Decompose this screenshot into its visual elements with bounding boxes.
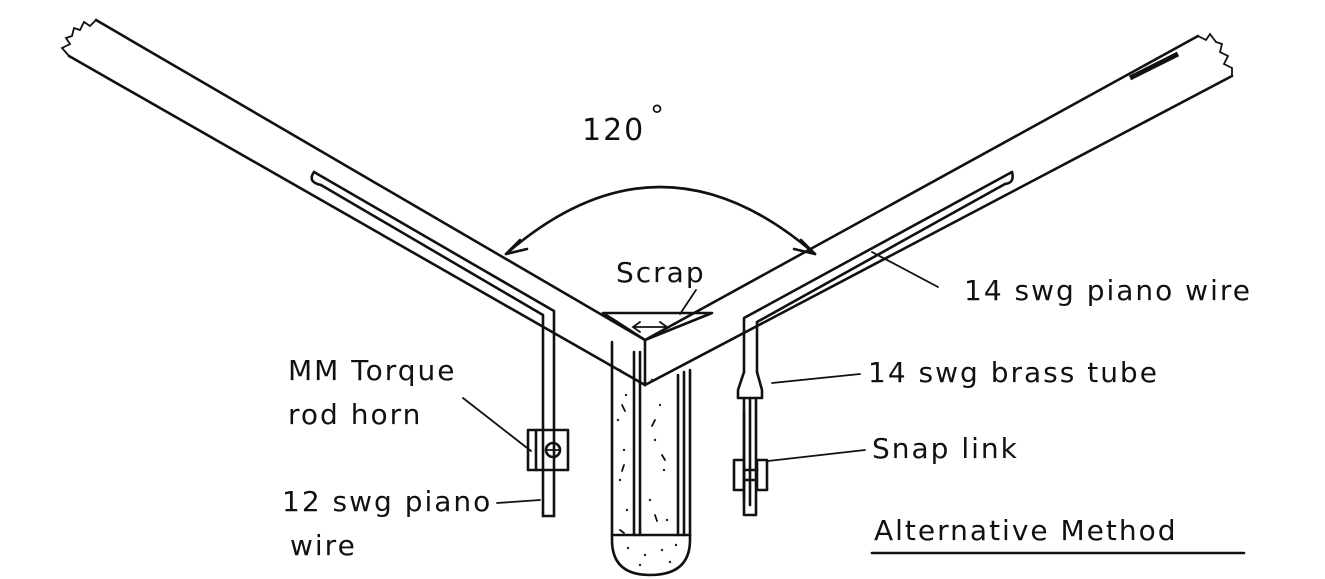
left-wire-assembly [310,170,570,518]
method-title: Alternative Method [874,514,1178,547]
torque-horn-clamp [526,428,570,472]
left-wing-bottom-edge [67,54,647,387]
right-wire-assembly [732,170,1014,517]
angle-arc [504,185,817,256]
left-wire-inner [319,183,545,518]
scrap-block [601,311,714,342]
piano-wire-12-label-line1: 12 swg piano [282,485,492,518]
brass-tube-label: 14 swg brass tube [868,356,1159,389]
right-wing-bottom-edge [643,74,1234,387]
left-wing-broken-end [60,19,97,57]
snap-link-right [755,458,769,492]
brass-tube-flare [736,370,764,400]
torque-rod-horn-label-line2: rod horn [288,398,422,431]
right-wire-end [1003,170,1014,186]
foam-texture [616,368,678,567]
left-wire-outer [312,170,556,518]
fuselage-outline [610,340,692,577]
leader-lines [462,251,939,504]
piano-wire-12-label-line2: wire [290,529,357,562]
left-wing-top-edge [94,18,647,342]
left-wing [60,18,647,387]
snap-link-left [732,458,746,492]
right-wing-heavy-edge [1128,51,1180,81]
right-wing-broken-end [1197,32,1233,77]
angle-arrow-right [792,238,817,256]
scrap-arrow-heads [631,321,669,333]
right-wing [643,32,1234,387]
right-wing-top-edge [643,34,1200,342]
torque-rod-horn-label-line1: MM Torque [288,354,456,387]
angle-arrow-left [504,238,529,256]
torque-horn-screw [544,441,562,459]
fuselage [610,340,692,577]
leader-piano-wire-12 [496,499,541,504]
leader-torque-horn [462,397,532,452]
right-wire-outer [742,170,1014,374]
snap-link-pin [742,468,759,482]
scrap-label: Scrap [616,256,706,289]
leader-brass-tube [771,373,861,384]
leader-snap-link [767,449,866,462]
leader-piano-wire-14 [871,251,939,288]
right-wire-inner [755,182,1007,374]
angle-degree-mark: ° [650,99,666,132]
leader-scrap [679,289,697,315]
piano-wire-14-label: 14 swg piano wire [964,274,1252,307]
angle-value-label: 120 [582,113,645,148]
snap-link-label: Snap link [872,432,1019,465]
angle-indicator [504,185,817,256]
scrap-triangle [601,311,714,342]
left-wire-end [310,170,323,187]
